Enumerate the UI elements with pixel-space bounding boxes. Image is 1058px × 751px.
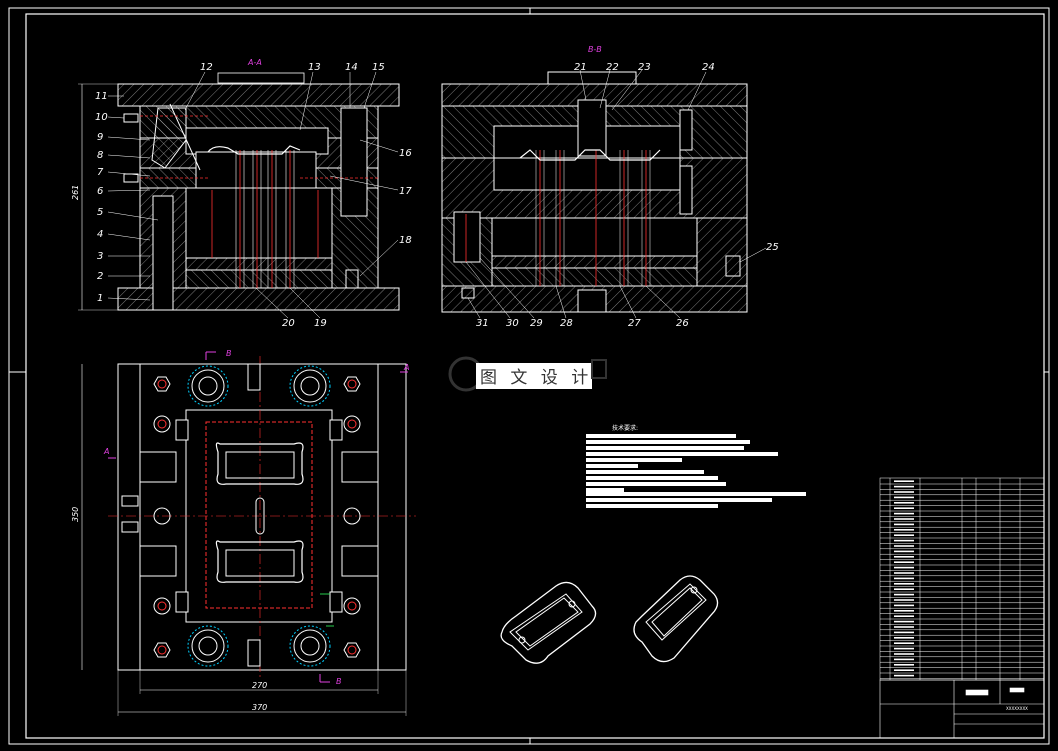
label-31: 31 (476, 318, 489, 329)
bom-row-text (894, 615, 914, 617)
label-13: 13 (308, 62, 321, 73)
cut-a-left: A (103, 447, 109, 456)
bom-row-text (894, 588, 914, 590)
bom-row-text (894, 577, 914, 580)
bom-row-text (894, 658, 914, 661)
label-14: 14 (345, 62, 358, 73)
cut-b-bottom: B (336, 677, 342, 686)
label-4: 4 (97, 229, 103, 240)
bom-row-text (894, 491, 914, 493)
width-inner-dimension: 270 (252, 681, 267, 690)
bom-row-text (894, 485, 914, 488)
inner-border (25, 13, 1045, 739)
bom-row-text (894, 534, 914, 536)
bom-row-text (894, 496, 914, 499)
label-16: 16 (399, 148, 412, 159)
label-28: 28 (560, 318, 573, 329)
bom-row-text (894, 642, 914, 644)
bom-row-text (894, 626, 914, 628)
label-24: 24 (702, 62, 715, 73)
bom-row-text (894, 593, 914, 596)
bom-row-text (894, 539, 914, 542)
bom-row-text (894, 631, 914, 634)
cut-a-right: A (403, 363, 409, 372)
bom-row-text (894, 556, 914, 558)
cut-b-top: B (226, 349, 232, 358)
section-a-a: A-A (71, 58, 412, 329)
bom-row-text (894, 561, 914, 563)
label-27: 27 (628, 318, 641, 329)
label-8: 8 (97, 150, 103, 161)
bom-row-text (894, 664, 914, 666)
label-30: 30 (506, 318, 519, 329)
label-2: 2 (97, 271, 103, 282)
bom-row-text (894, 669, 914, 671)
plan-view: B B A A 270 370 350 (71, 349, 416, 716)
label-20: 20 (282, 318, 295, 329)
watermark: 图 文 设 计 (448, 356, 607, 392)
bom-row-text (894, 545, 914, 547)
label-26: 26 (676, 318, 689, 329)
section-a-title: A-A (247, 58, 262, 67)
bom-row-text (894, 637, 914, 639)
section-b-b: B-B (441, 45, 779, 329)
label-15: 15 (372, 62, 385, 73)
bom-row-text (894, 583, 914, 585)
cavity-lower (215, 540, 304, 583)
bom-row-text (894, 647, 914, 650)
label-9: 9 (97, 132, 103, 143)
height-dimension-a: 261 (71, 185, 80, 200)
bom-row-text (894, 604, 914, 607)
bom-row-text (894, 529, 914, 531)
technical-notes: 技术要求: (586, 424, 806, 508)
bom-row-text (894, 550, 914, 553)
label-29: 29 (530, 318, 543, 329)
bom-row-text (894, 523, 914, 526)
label-25: 25 (766, 242, 779, 253)
label-1: 1 (97, 293, 103, 304)
bom-row-text (894, 566, 914, 569)
title-block (879, 679, 1045, 739)
bom-row-text (894, 653, 914, 655)
label-6: 6 (97, 186, 103, 197)
bom-row-text (894, 572, 914, 574)
part-isometric-2 (633, 575, 719, 663)
outer-border (8, 7, 1050, 745)
bom-row-text (894, 610, 914, 612)
label-11: 11 (95, 91, 108, 102)
label-23: 23 (638, 62, 651, 73)
cavity-upper (215, 442, 304, 485)
bom-row-text (894, 674, 914, 677)
bom-row-text (894, 512, 914, 515)
height-dimension-plan: 350 (71, 507, 80, 522)
bom-row-text (894, 502, 914, 504)
part-isometric-1 (500, 581, 597, 664)
label-22: 22 (606, 62, 619, 73)
section-b-title: B-B (588, 45, 602, 54)
bill-of-materials (879, 477, 1045, 681)
label-19: 19 (314, 318, 327, 329)
label-18: 18 (399, 235, 412, 246)
bom-row-text (894, 620, 914, 623)
watermark-text: 图 文 设 计 (480, 368, 592, 388)
label-10: 10 (95, 112, 108, 123)
notes-heading: 技术要求: (612, 424, 638, 432)
label-21: 21 (574, 62, 587, 73)
bom-row-text (894, 507, 914, 509)
bom-row-text (894, 599, 914, 601)
bom-row-text (894, 480, 914, 482)
bottom-clamp-plate (117, 287, 400, 311)
bom-row-text (894, 518, 914, 520)
label-12: 12 (200, 62, 213, 73)
label-3: 3 (97, 251, 103, 262)
label-5: 5 (97, 207, 103, 218)
drawing-code: XXXXXXXX (1006, 706, 1028, 711)
sprue-bushing (577, 99, 607, 157)
top-clamp-plate (117, 83, 400, 107)
width-outer-dimension: 370 (252, 703, 267, 712)
label-7: 7 (97, 167, 104, 178)
label-17: 17 (399, 186, 412, 197)
